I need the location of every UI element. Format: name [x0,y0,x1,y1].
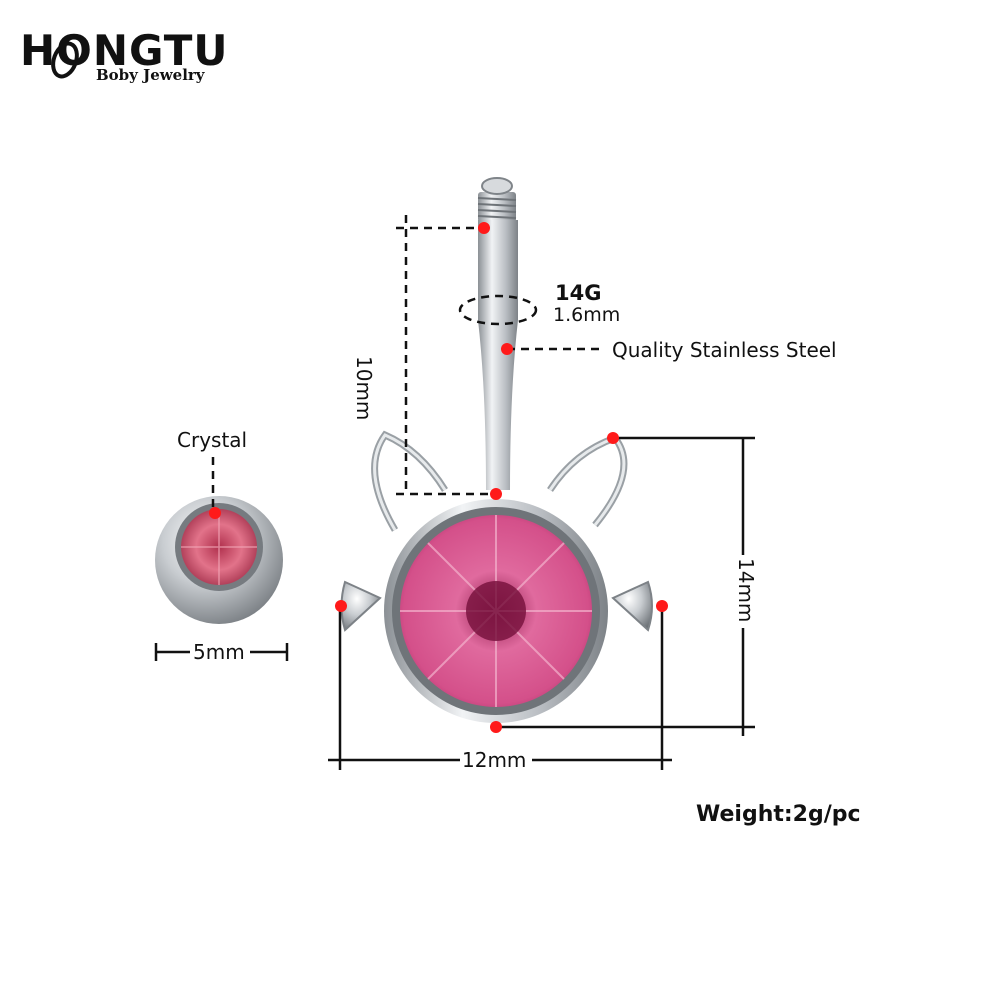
measurement-markers [209,222,668,733]
head-height-label: 14mm [734,558,758,623]
cat-whisker-bows [340,580,653,632]
crystal-label: Crystal [177,428,248,452]
head-width-label: 12mm [462,748,527,772]
gauge-mm-label: 1.6mm [553,304,621,326]
dimension-lines [154,215,755,770]
weight-label: Weight:2g/pc [696,802,861,827]
crystal-ball [155,496,283,624]
brand-name: HONGTU [20,26,229,75]
bar-length-label: 10mm [352,356,376,421]
logo-ring-icon [51,41,79,79]
gauge-label: 14G [555,281,602,305]
gem-head [384,499,608,723]
barbell-bar [477,177,518,490]
brand-tagline: Boby Jewelry [96,66,205,84]
ball-diameter-label: 5mm [193,640,245,664]
material-label: Quality Stainless Steel [612,338,837,362]
